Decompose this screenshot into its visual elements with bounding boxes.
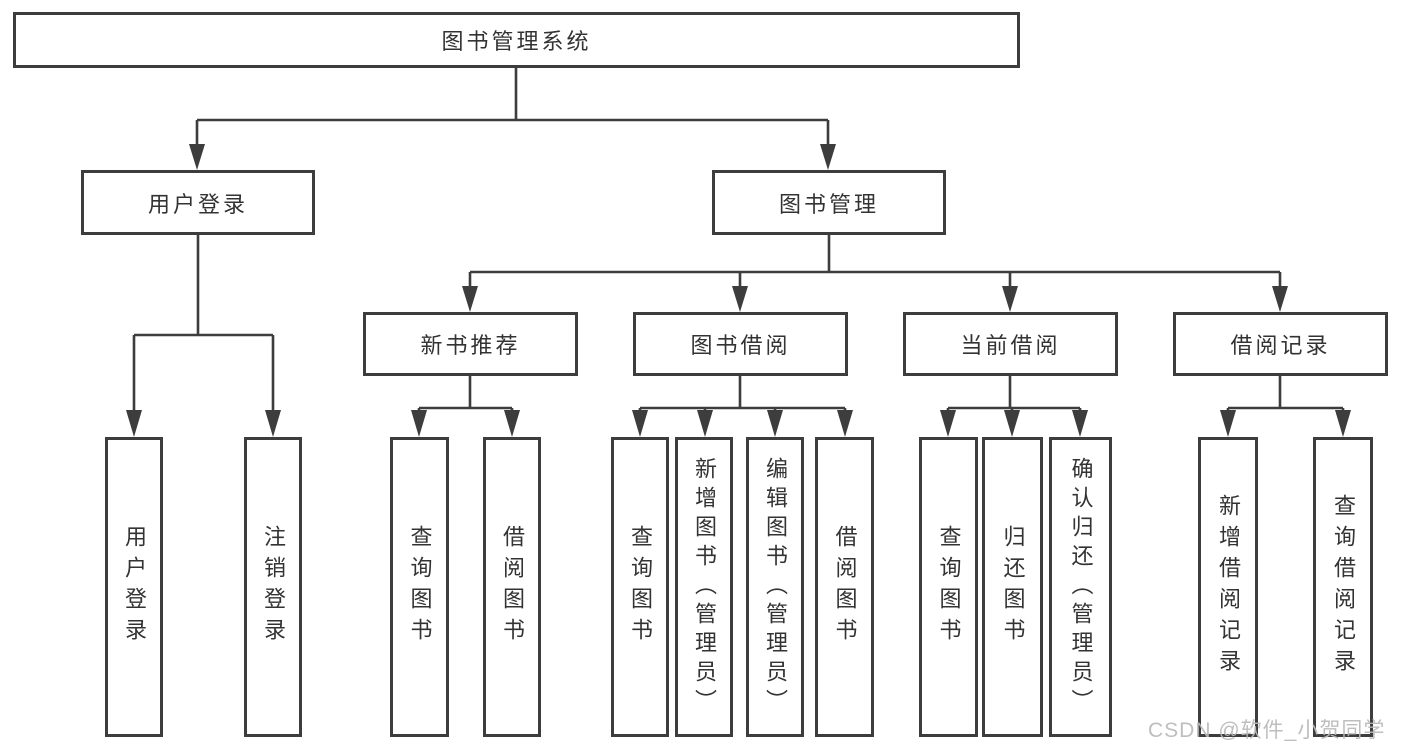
node-label: 图书借阅 [690, 333, 791, 358]
leaf-query-books-1: 查询图书 [390, 437, 449, 737]
leaf-add-books-admin: 新增图书（管理员） [675, 437, 733, 737]
leaf-label: 查询借阅记录 [1331, 494, 1356, 680]
leaf-label: 查询图书 [407, 525, 433, 649]
leaf-label: 确认归还（管理员） [1068, 456, 1094, 718]
node-label: 图书管理系统 [441, 29, 592, 54]
leaf-query-books-2: 查询图书 [611, 437, 669, 737]
node-borrow-records: 借阅记录 [1173, 312, 1388, 376]
leaf-user-login: 用户登录 [105, 437, 163, 737]
node-label: 图书管理 [778, 191, 879, 217]
leaf-label: 编辑图书（管理员） [763, 456, 788, 718]
leaf-label: 注销登录 [261, 525, 286, 649]
node-new-book-recommend: 新书推荐 [363, 312, 578, 376]
leaf-query-borrow-record: 查询借阅记录 [1313, 437, 1373, 737]
leaf-label: 查询图书 [628, 525, 653, 649]
leaf-confirm-return-admin: 确认归还（管理员） [1049, 437, 1112, 737]
node-label: 用户登录 [147, 191, 248, 217]
leaf-label: 借阅图书 [500, 525, 525, 649]
leaf-label: 查询图书 [936, 525, 962, 649]
node-current-borrow: 当前借阅 [903, 312, 1118, 376]
leaf-label: 新增借阅记录 [1216, 494, 1241, 680]
leaf-label: 借阅图书 [832, 525, 858, 649]
leaf-borrow-books-1: 借阅图书 [483, 437, 541, 737]
leaf-label: 归还图书 [1000, 525, 1026, 649]
leaf-label: 新增图书（管理员） [692, 456, 717, 718]
leaf-query-books-3: 查询图书 [919, 437, 978, 737]
leaf-add-borrow-record: 新增借阅记录 [1198, 437, 1258, 737]
node-book-borrow: 图书借阅 [633, 312, 848, 376]
node-user-login: 用户登录 [81, 170, 315, 235]
node-label: 当前借阅 [960, 333, 1061, 358]
node-label: 新书推荐 [420, 333, 521, 358]
node-library-management-system: 图书管理系统 [13, 12, 1020, 68]
arrowheads [126, 144, 1351, 437]
leaf-return-books: 归还图书 [982, 437, 1043, 737]
node-label: 借阅记录 [1230, 333, 1331, 358]
leaf-edit-books-admin: 编辑图书（管理员） [746, 437, 804, 737]
leaf-logout: 注销登录 [244, 437, 302, 737]
leaf-borrow-books-2: 借阅图书 [815, 437, 874, 737]
csdn-watermark: CSDN @软件_小贺同学 [1148, 719, 1386, 742]
leaf-label: 用户登录 [122, 525, 147, 649]
node-book-management: 图书管理 [712, 170, 946, 235]
